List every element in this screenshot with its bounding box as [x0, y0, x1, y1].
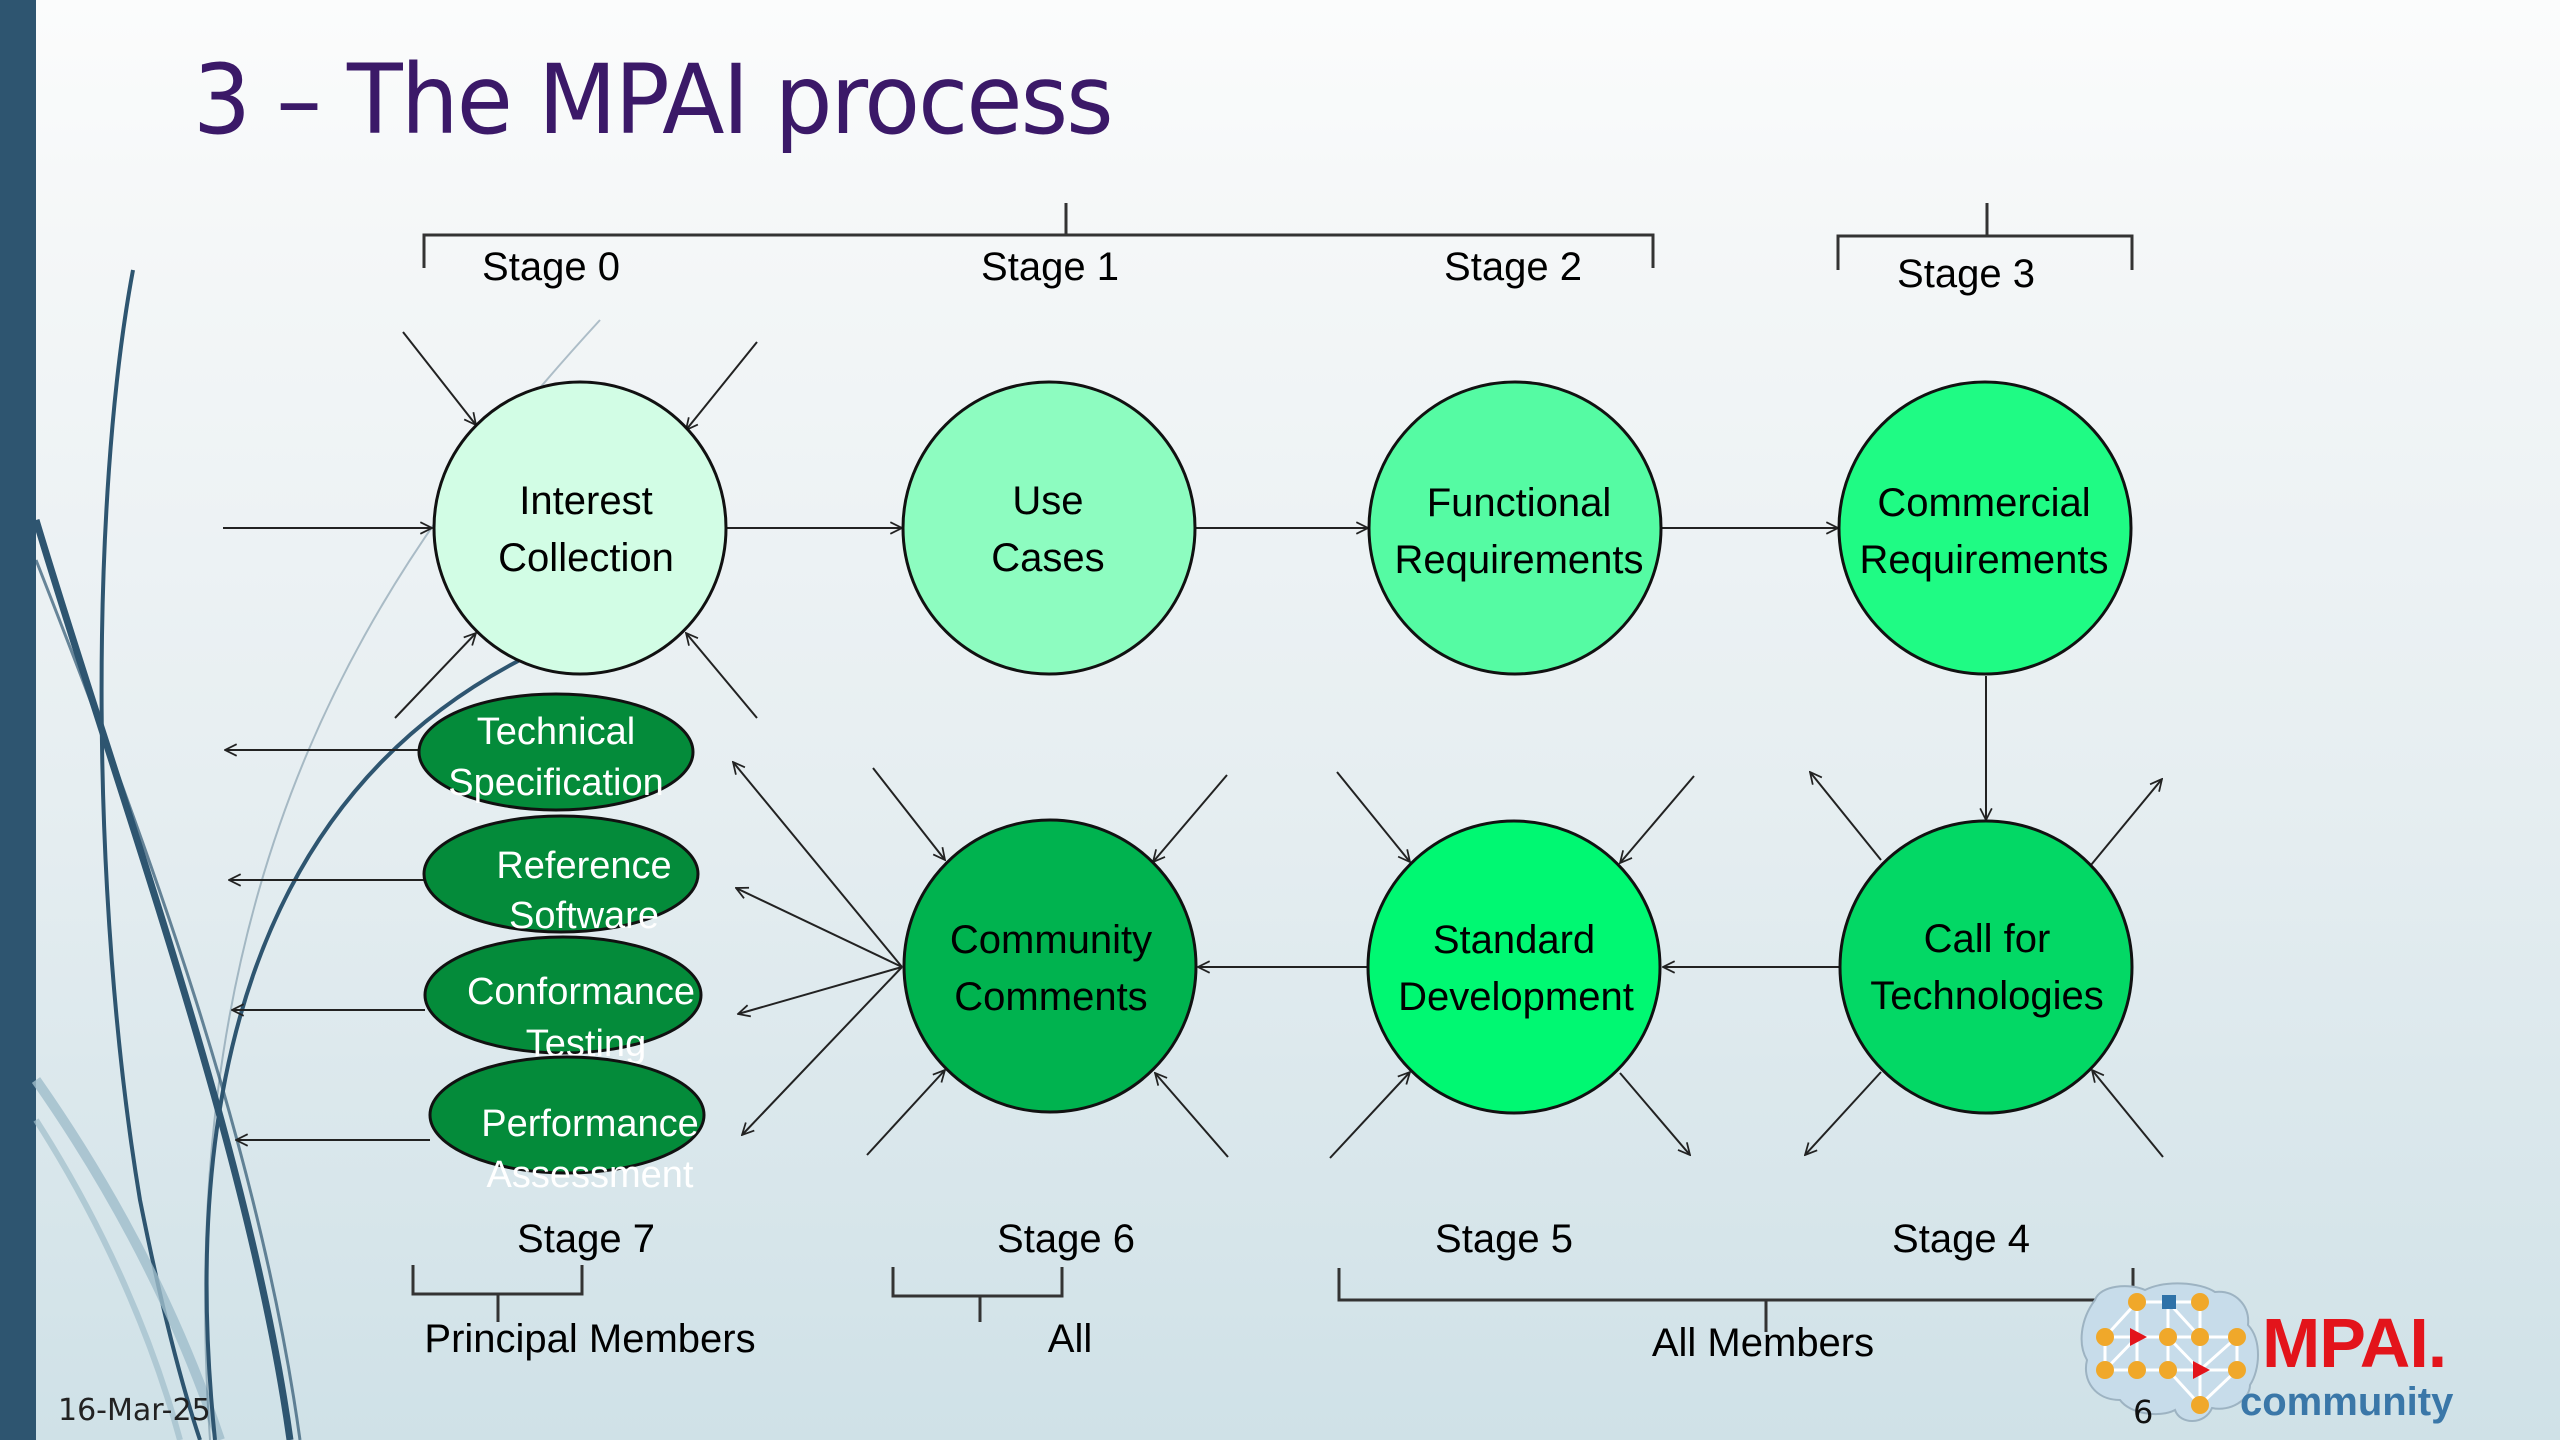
- deliverable-label-line2: Specification: [448, 762, 663, 804]
- arrow-interest-br: [686, 633, 758, 719]
- group-principal-members: Principal Members: [424, 1317, 755, 1361]
- deliverable-label-line1: Technical: [477, 711, 635, 753]
- arrow-standard-bl: [1329, 1072, 1410, 1159]
- node-community-comments[interactable]: Community Comments: [902, 818, 1198, 1114]
- node-label-line2: Comments: [954, 975, 1147, 1019]
- node-label-line1: Interest: [519, 479, 652, 523]
- node-circle: [1367, 380, 1663, 676]
- deliverable-label-line2: Assessment: [487, 1154, 694, 1196]
- stage-4-label: Stage 4: [1892, 1217, 2030, 1261]
- stage-5-label: Stage 5: [1435, 1217, 1573, 1261]
- stage-0-label: Stage 0: [482, 245, 620, 289]
- stage-2-label: Stage 2: [1444, 245, 1582, 289]
- deliverable-label-line1: Reference: [496, 845, 671, 887]
- arrow-community-bl: [866, 1070, 945, 1156]
- bottom-bracket-stage-7: [411, 1265, 584, 1322]
- deliverable-label-line2: Software: [509, 895, 659, 937]
- node-label-line1: Functional: [1427, 481, 1612, 525]
- node-call-for-technologies[interactable]: Call for Technologies: [1838, 819, 2134, 1115]
- arrow-call-bl-out: [1805, 1071, 1882, 1155]
- group-all: All: [1048, 1317, 1092, 1361]
- top-bracket-stage-3: [1836, 203, 2134, 270]
- node-circle: [1838, 819, 2134, 1115]
- deliverable-technical-specification[interactable]: Technical Specification: [417, 692, 695, 812]
- node-interest-collection[interactable]: Interest Collection: [432, 380, 728, 676]
- node-label-line1: Community: [950, 918, 1152, 962]
- arrow-call-tl-out: [1810, 772, 1882, 861]
- arrow-community-to-spec: [733, 762, 903, 968]
- arrow-interest-bl: [394, 633, 476, 719]
- deliverable-ellipse: [423, 935, 703, 1055]
- group-all-members: All Members: [1652, 1321, 1874, 1365]
- node-circle: [902, 818, 1198, 1114]
- node-label-line1: Use: [1012, 479, 1083, 523]
- arrow-standard-tr: [1620, 775, 1695, 863]
- arrow-community-tr: [1153, 774, 1228, 862]
- arrow-interest-tl: [402, 331, 476, 425]
- node-circle: [901, 380, 1197, 676]
- slide-date: 16-Mar-25: [58, 1393, 211, 1428]
- arrow-community-to-conformance: [738, 966, 903, 1014]
- stage-3-label: Stage 3: [1897, 252, 2035, 296]
- page-number: 6: [2133, 1393, 2154, 1431]
- node-use-cases[interactable]: Use Cases: [901, 380, 1197, 676]
- top-bracket-stages-0-2: [422, 203, 1655, 268]
- node-label-line2: Cases: [991, 536, 1104, 580]
- mpai-logo-subtitle: community: [2240, 1380, 2454, 1424]
- mpai-logo-icon: [2080, 1282, 2259, 1422]
- deliverable-ellipse: [422, 814, 700, 934]
- deliverable-reference-software[interactable]: Reference Software: [422, 814, 700, 937]
- arrow-standard-br-out: [1619, 1072, 1690, 1155]
- deliverable-label-line1: Performance: [481, 1103, 699, 1145]
- side-accent-bar: [0, 0, 36, 1440]
- slide-title: 3 – The MPAI process: [193, 44, 1114, 156]
- node-label-line2: Technologies: [1870, 974, 2104, 1018]
- deliverable-ellipse: [428, 1055, 706, 1175]
- node-commercial-requirements[interactable]: Commercial Requirements: [1837, 380, 2133, 676]
- stage-7-label: Stage 7: [517, 1217, 655, 1261]
- mpai-logo-text: MPAI.: [2262, 1304, 2447, 1382]
- stage-1-label: Stage 1: [981, 245, 1119, 289]
- arrow-community-to-software: [736, 888, 903, 968]
- deliverable-performance-assessment[interactable]: Performance Assessment: [428, 1055, 706, 1196]
- bottom-bracket-stage-6: [891, 1267, 1064, 1322]
- arrow-call-br-in: [2092, 1070, 2164, 1158]
- stage-6-label: Stage 6: [997, 1217, 1135, 1261]
- deliverable-ellipse: [417, 692, 695, 812]
- deliverable-conformance-testing[interactable]: Conformance Testing: [423, 935, 703, 1065]
- node-circle: [1366, 819, 1662, 1115]
- arrow-community-tl: [872, 767, 945, 860]
- node-label-line2: Requirements: [1394, 538, 1643, 582]
- node-standard-development[interactable]: Standard Development: [1366, 819, 1662, 1115]
- node-label-line1: Call for: [1924, 917, 2051, 961]
- node-circle: [432, 380, 728, 676]
- node-label-line1: Commercial: [1877, 481, 2090, 525]
- node-label-line2: Requirements: [1859, 538, 2108, 582]
- deliverable-label-line1: Conformance: [467, 971, 695, 1013]
- node-functional-requirements[interactable]: Functional Requirements: [1367, 380, 1663, 676]
- node-label-line2: Collection: [498, 536, 674, 580]
- arrow-community-br: [1155, 1073, 1229, 1158]
- arrow-interest-tr: [686, 341, 758, 430]
- node-circle: [1837, 380, 2133, 676]
- arrow-community-to-performance: [742, 966, 903, 1135]
- arrow-call-tr-out: [2090, 779, 2162, 866]
- arrow-standard-tl: [1336, 771, 1410, 862]
- connectors: [223, 331, 2164, 1159]
- bottom-bracket-stages-4-5: [1337, 1268, 2135, 1332]
- node-label-line2: Development: [1398, 975, 1634, 1019]
- node-label-line1: Standard: [1433, 918, 1595, 962]
